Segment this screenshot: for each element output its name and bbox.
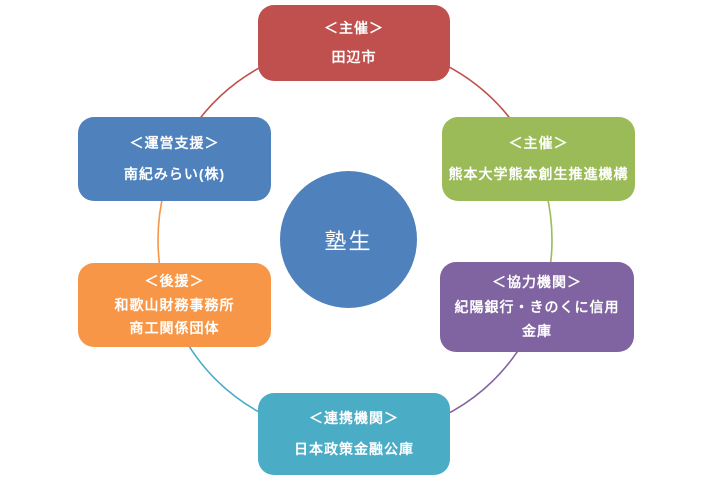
node-role-label: ＜主催＞: [508, 135, 569, 152]
node-support-wakayama: ＜後援＞ 和歌山財務事務所 商工関係団体: [78, 263, 271, 347]
node-partner-jfc: ＜連携機関＞ 日本政策金融公庫: [258, 393, 450, 475]
node-org-name: 田辺市: [331, 48, 377, 65]
node-org-name-wrap: 金庫: [522, 323, 552, 340]
node-organizer-kumamoto-univ: ＜主催＞ 熊本大学熊本創生推進機構: [442, 117, 635, 201]
node-org-name: 紀陽銀行・きのくに信用: [454, 298, 620, 315]
center-circle-jukusei: 塾生: [280, 171, 417, 308]
node-role-label: ＜後援＞: [144, 273, 205, 290]
node-operation-nanki-mirai: ＜運営支援＞ 南紀みらい(株): [78, 117, 271, 201]
node-org-name: 和歌山財務事務所: [114, 296, 235, 313]
node-role-label: ＜連携機関＞: [309, 410, 399, 427]
node-org-name: 日本政策金融公庫: [294, 440, 414, 457]
center-label: 塾生: [324, 228, 373, 254]
node-role-label: ＜主催＞: [324, 20, 384, 37]
node-org-name-2: 商工関係団体: [129, 319, 220, 336]
node-org-name: 南紀みらい(株): [123, 166, 226, 183]
node-cooperating-banks: ＜協力機関＞ 紀陽銀行・きのくに信用 金庫: [440, 262, 634, 352]
node-role-label: ＜協力機関＞: [492, 273, 582, 290]
node-org-name: 熊本大学熊本創生推進機構: [448, 166, 629, 183]
node-role-label: ＜運営支援＞: [129, 135, 220, 152]
node-organizer-tanabe: ＜主催＞ 田辺市: [258, 5, 450, 81]
